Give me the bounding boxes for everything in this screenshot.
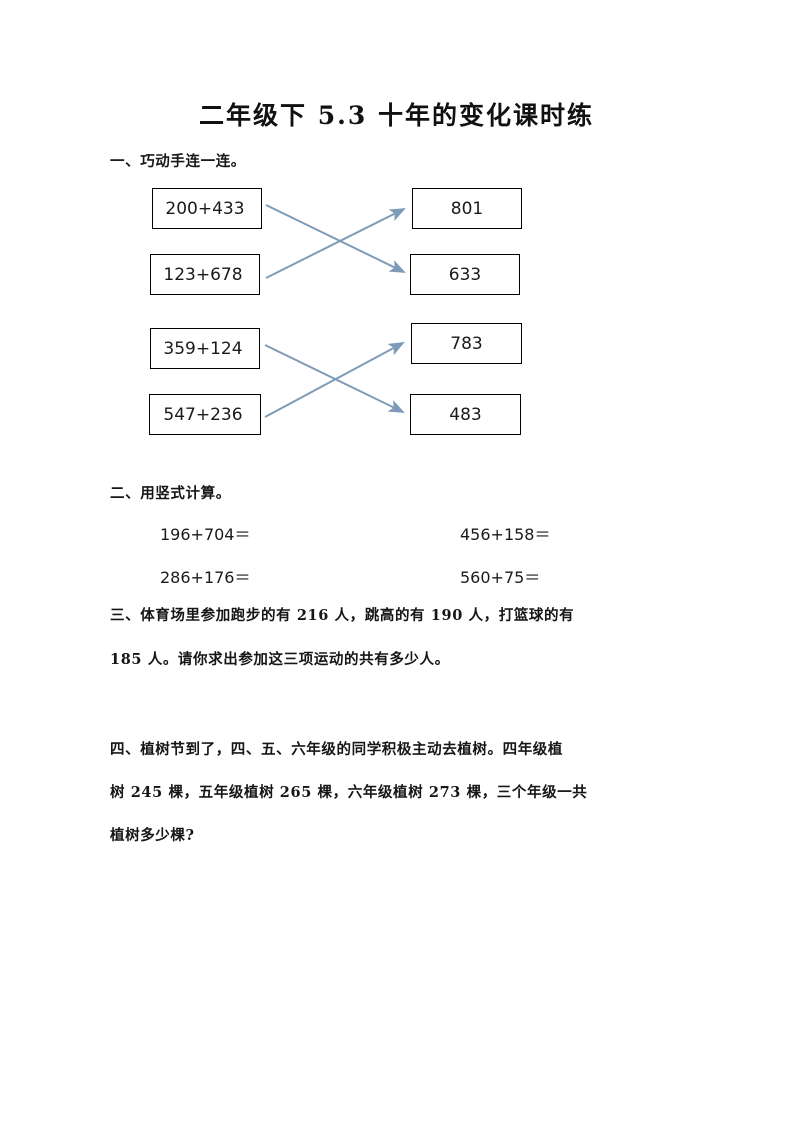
section-four-line2: 树 245 棵，五年级植树 265 棵，六年级植树 273 棵，三个年级一共	[110, 784, 588, 801]
section-one-heading: 一、巧动手连一连。	[110, 153, 246, 170]
page-title: 二年级下 5.3 十年的变化课时练	[199, 101, 594, 130]
calc-problem: 196+704＝	[160, 525, 251, 544]
calc-problem: 456+158＝	[460, 525, 551, 544]
section-four-heading: 四、植树节到了，四、五、六年级的同学积极主动去植树。四年级植	[110, 741, 563, 758]
connector-line	[265, 208, 406, 279]
match-right-box[interactable]: 801	[412, 188, 522, 229]
match-left-box[interactable]: 359+124	[150, 328, 260, 369]
calc-problem: 560+75＝	[460, 568, 541, 587]
match-right-box[interactable]: 483	[410, 394, 521, 435]
match-left-box[interactable]: 547+236	[149, 394, 261, 435]
section-four-line3: 植树多少棵?	[110, 827, 195, 844]
section-three-line2: 185 人。请你求出参加这三项运动的共有多少人。	[110, 651, 450, 668]
match-left-box[interactable]: 200+433	[152, 188, 262, 229]
connector-line	[264, 344, 405, 413]
connector-line	[265, 204, 406, 273]
connector-line	[264, 342, 405, 418]
match-left-box[interactable]: 123+678	[150, 254, 260, 295]
calc-problem: 286+176＝	[160, 568, 251, 587]
section-two-heading: 二、用竖式计算。	[110, 485, 231, 502]
match-right-box[interactable]: 783	[411, 323, 522, 364]
section-three-heading: 三、体育场里参加跑步的有 216 人，跳高的有 190 人，打篮球的有	[110, 607, 575, 624]
match-right-box[interactable]: 633	[410, 254, 520, 295]
